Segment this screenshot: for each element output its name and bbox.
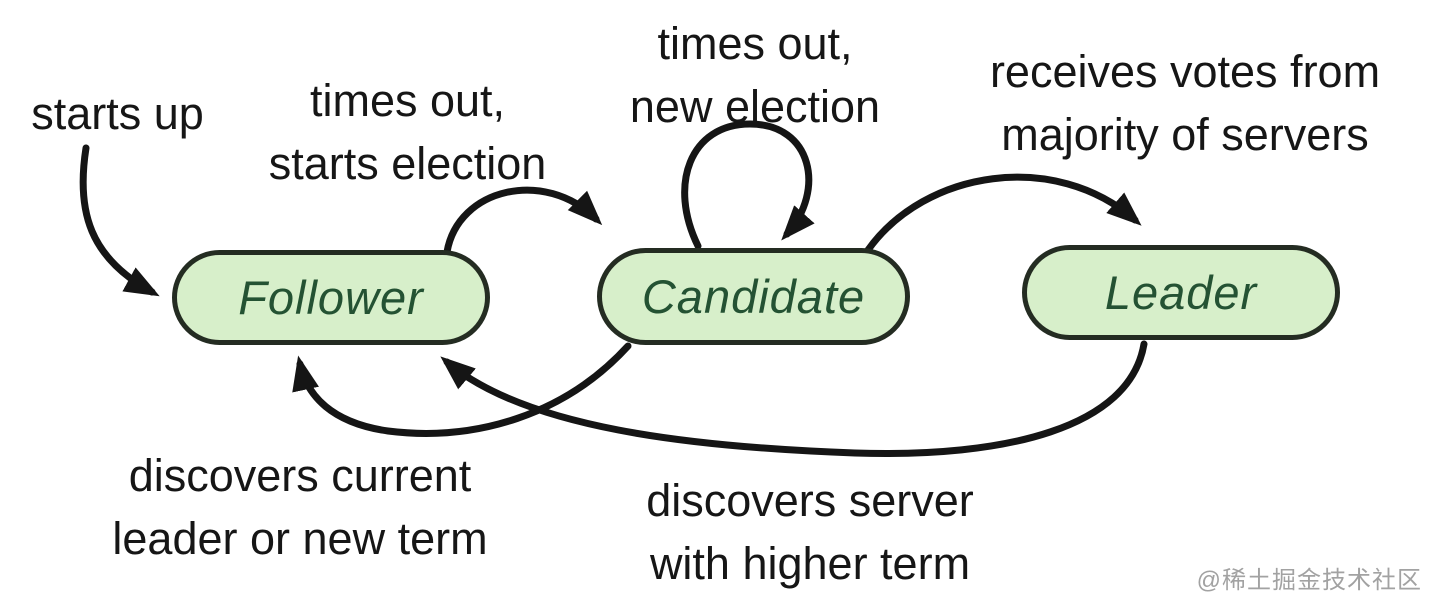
state-follower: Follower bbox=[172, 250, 490, 345]
label-starts-up: starts up bbox=[31, 88, 204, 139]
arrow-starts-up bbox=[79, 144, 160, 297]
watermark: @稀土掘金技术社区 bbox=[1196, 567, 1422, 594]
arrow-timeout-starts-election bbox=[443, 186, 603, 256]
label-timeout-new-election: times out, new election bbox=[629, 18, 881, 132]
state-leader-label: Leader bbox=[1104, 266, 1258, 319]
state-follower-label: Follower bbox=[238, 271, 424, 324]
label-receives-majority-votes: receives votes from majority of servers bbox=[989, 46, 1381, 160]
label-discovers-higher-term: discovers server with higher term bbox=[646, 475, 974, 589]
arrow-receives-majority-votes bbox=[864, 173, 1142, 254]
arrow-timeout-new-election bbox=[681, 120, 815, 250]
state-candidate: Candidate bbox=[597, 248, 910, 345]
label-timeout-starts-election: times out, starts election bbox=[268, 75, 547, 189]
label-discovers-current-leader: discovers current leader or new term bbox=[112, 450, 488, 564]
state-leader: Leader bbox=[1022, 245, 1340, 340]
arrow-discovers-higher-term bbox=[440, 340, 1148, 457]
arrow-discovers-current-leader bbox=[292, 342, 632, 437]
state-candidate-label: Candidate bbox=[641, 270, 866, 323]
